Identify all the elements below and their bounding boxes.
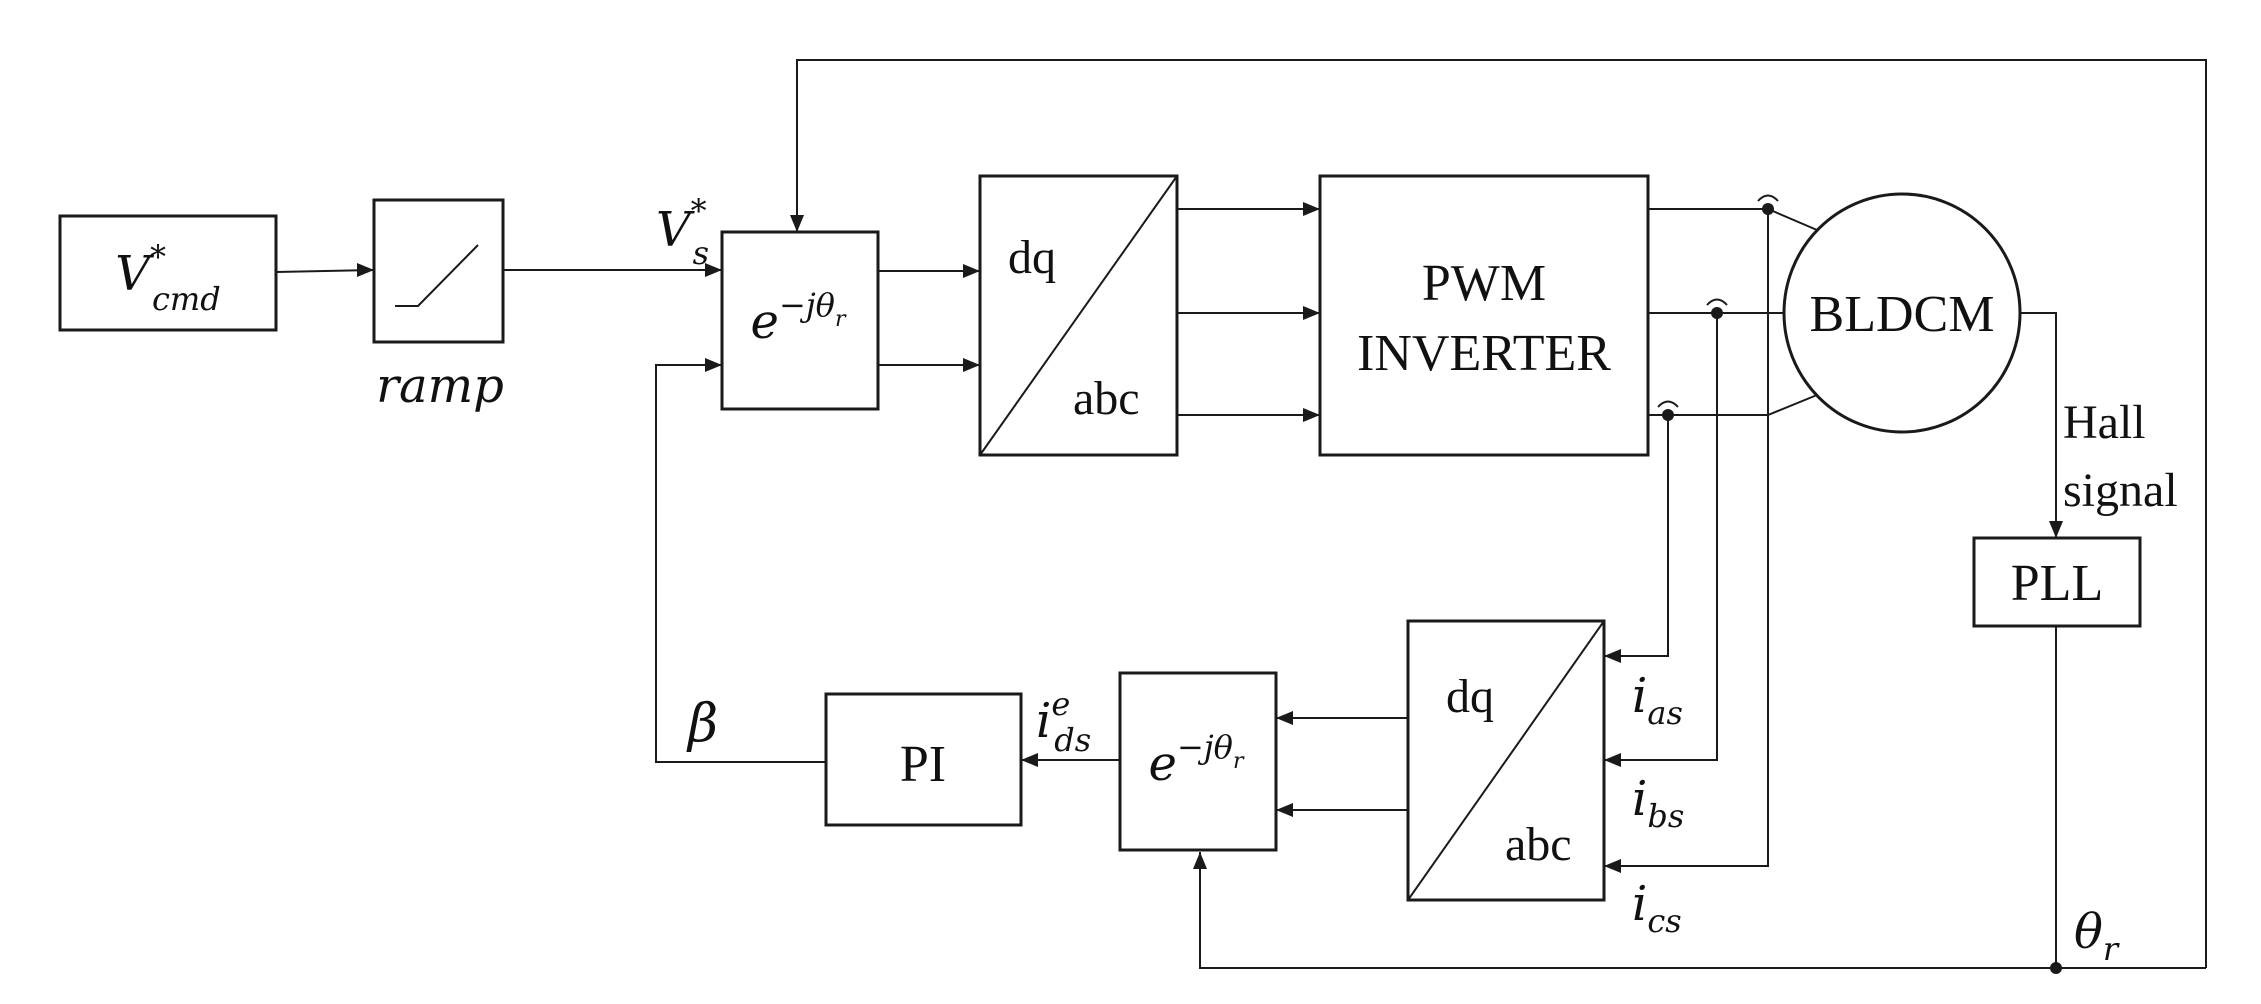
rotation-label-2: e−jθr <box>1149 728 1245 792</box>
ramp-label: ramp <box>376 358 504 414</box>
wire-hall <box>2020 312 2057 538</box>
converter1-bottom-label: abc <box>1073 372 1140 425</box>
dq-abc-converter-2: dq abc <box>1406 619 1606 902</box>
junction-dot <box>1711 307 1723 319</box>
hall-label-line1: Hall <box>2063 396 2146 449</box>
rotation-label-1: e−jθr <box>751 286 847 350</box>
arrowhead <box>963 358 980 372</box>
pwm-inverter-block: PWM INVERTER <box>1318 174 1650 457</box>
arrowhead <box>705 263 722 277</box>
wire-phase-a <box>1648 208 1818 231</box>
bldc-motor: BLDCM <box>1782 192 2022 434</box>
converter-diagonal <box>979 175 1178 456</box>
theta-signal-label: θr <box>2074 904 2120 968</box>
rotation-block-2: e−jθr <box>1118 671 1278 852</box>
wire-phase-c <box>1648 394 1818 416</box>
wire-sense-ia <box>1604 415 1669 657</box>
arrowhead <box>357 263 374 277</box>
wire-sense-ic <box>1604 209 1769 867</box>
junction-dot <box>2050 962 2062 974</box>
inverter-label-line2: INVERTER <box>1357 325 1611 382</box>
converter1-top-label: dq <box>1008 231 1056 284</box>
arrowhead <box>1604 859 1621 873</box>
vcmd-label: V*cmd <box>115 238 220 318</box>
vcmd-block: V*cmd <box>58 214 278 332</box>
arrowhead <box>705 358 722 372</box>
pi-label: PI <box>900 736 946 793</box>
wire-beta-feedback <box>655 364 826 763</box>
ramp-block: ramp <box>372 198 505 414</box>
arrowhead <box>1303 202 1320 216</box>
arrowhead <box>790 215 804 232</box>
junction-dot <box>1762 203 1774 215</box>
arrowhead <box>1276 711 1293 725</box>
junction-dot <box>1662 409 1674 421</box>
ramp-icon <box>395 244 479 307</box>
arrowhead <box>1303 408 1320 422</box>
motor-label: BLDCM <box>1810 286 1995 343</box>
inverter-label-line1: PWM <box>1422 255 1546 312</box>
converter2-bottom-label: abc <box>1505 818 1572 871</box>
wire-theta-bottom <box>1199 852 2206 969</box>
ics-label: ics <box>1632 876 1682 940</box>
arrowhead <box>1604 649 1621 663</box>
pll-block: PLL <box>1972 536 2142 628</box>
wire-crossover-hop <box>1706 298 1728 306</box>
wire-crossover-hop <box>1757 194 1779 202</box>
arrowhead <box>963 264 980 278</box>
wire-crossover-hop <box>1657 400 1679 408</box>
arrowhead <box>1303 306 1320 320</box>
pi-controller-block: PI <box>824 692 1023 827</box>
converter2-top-label: dq <box>1446 670 1494 723</box>
pll-label: PLL <box>2011 555 2103 612</box>
arrowhead <box>1604 753 1621 767</box>
beta-label: β <box>686 694 718 754</box>
wires <box>275 59 2207 974</box>
wire-sense-ib <box>1604 313 1718 761</box>
hall-label-line2: signal <box>2063 464 2178 517</box>
wire-theta-top-feedback <box>796 59 2207 968</box>
vs-signal-label: V*s <box>656 192 709 272</box>
arrowhead <box>1021 753 1038 767</box>
rotation-block-1: e−jθr <box>720 230 880 411</box>
ias-label: ias <box>1632 668 1683 732</box>
dq-abc-converter-1: dq abc <box>978 174 1179 457</box>
arrowhead <box>1276 803 1293 817</box>
ibs-label: ibs <box>1632 771 1684 835</box>
arrowhead <box>2049 521 2063 538</box>
converter-diagonal <box>1407 620 1605 901</box>
arrowhead <box>1193 852 1207 869</box>
